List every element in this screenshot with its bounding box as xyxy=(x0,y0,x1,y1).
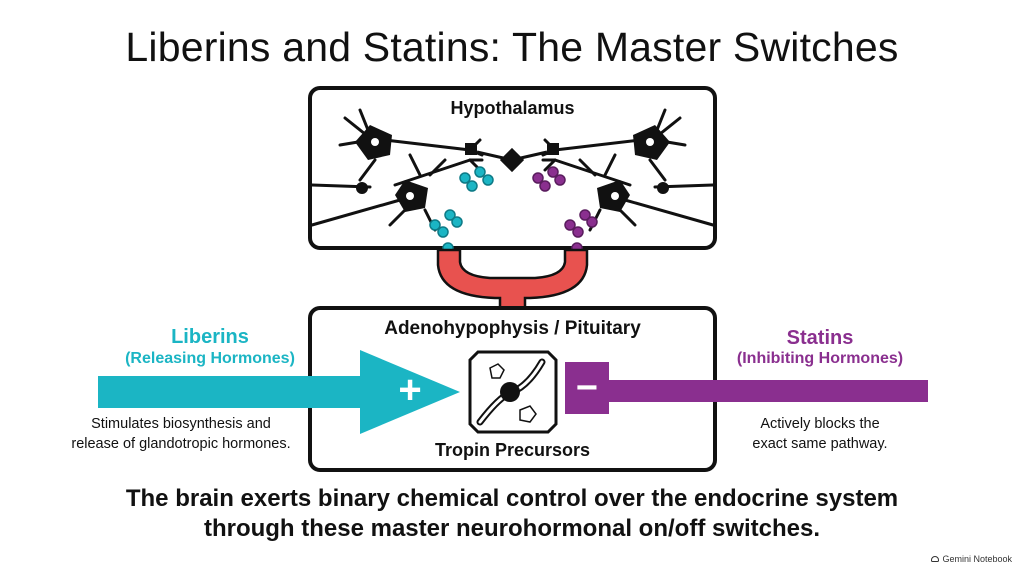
neuron-bodies-left xyxy=(355,125,477,212)
plus-sign: + xyxy=(398,368,422,412)
portal-vessel xyxy=(436,248,589,314)
statins-subtitle: (Inhibiting Hormones) xyxy=(736,350,904,367)
page-title: Liberins and Statins: The Master Switche… xyxy=(125,24,899,70)
statin-inhibitor-bar xyxy=(565,362,928,414)
caption-line: through these master neurohormonal on/of… xyxy=(203,515,821,542)
notebook-icon xyxy=(931,556,940,562)
liberins-title: Liberins xyxy=(171,326,249,348)
watermark-text: Gemini Notebook xyxy=(942,554,1012,564)
tropin-precursors-label: Tropin Precursors xyxy=(434,440,591,460)
liberins-description-line: Stimulates biosynthesis and xyxy=(91,416,271,432)
liberins-description: Stimulates biosynthesis and release of g… xyxy=(36,414,326,454)
liberin-molecules xyxy=(429,166,494,254)
statin-molecules xyxy=(532,166,598,254)
neuron-nuclei-right xyxy=(611,138,654,200)
neuron-nuclei-left xyxy=(371,138,414,200)
liberin-arrow xyxy=(98,350,460,434)
statins-description-line: exact same pathway. xyxy=(752,436,888,452)
statins-description: Actively blocks the exact same pathway. xyxy=(720,414,920,454)
liberins-subtitle: (Releasing Hormones) xyxy=(125,350,295,367)
minus-sign: − xyxy=(575,367,599,409)
liberins-description-line: release of glandotropic hormones. xyxy=(71,436,291,452)
central-synapse xyxy=(476,147,548,173)
tropin-precursor-icon xyxy=(468,350,558,434)
hypothalamus-label: Hypothalamus xyxy=(450,98,575,118)
pituitary-label: Adenohypophysis / Pituitary xyxy=(384,318,641,339)
statins-description-line: Actively blocks the xyxy=(760,416,880,432)
statins-title: Statins xyxy=(786,327,854,349)
caption: The brain exerts binary chemical control… xyxy=(0,484,1024,544)
caption-line: The brain exerts binary chemical control… xyxy=(125,485,899,512)
watermark: Gemini Notebook xyxy=(931,554,1012,564)
